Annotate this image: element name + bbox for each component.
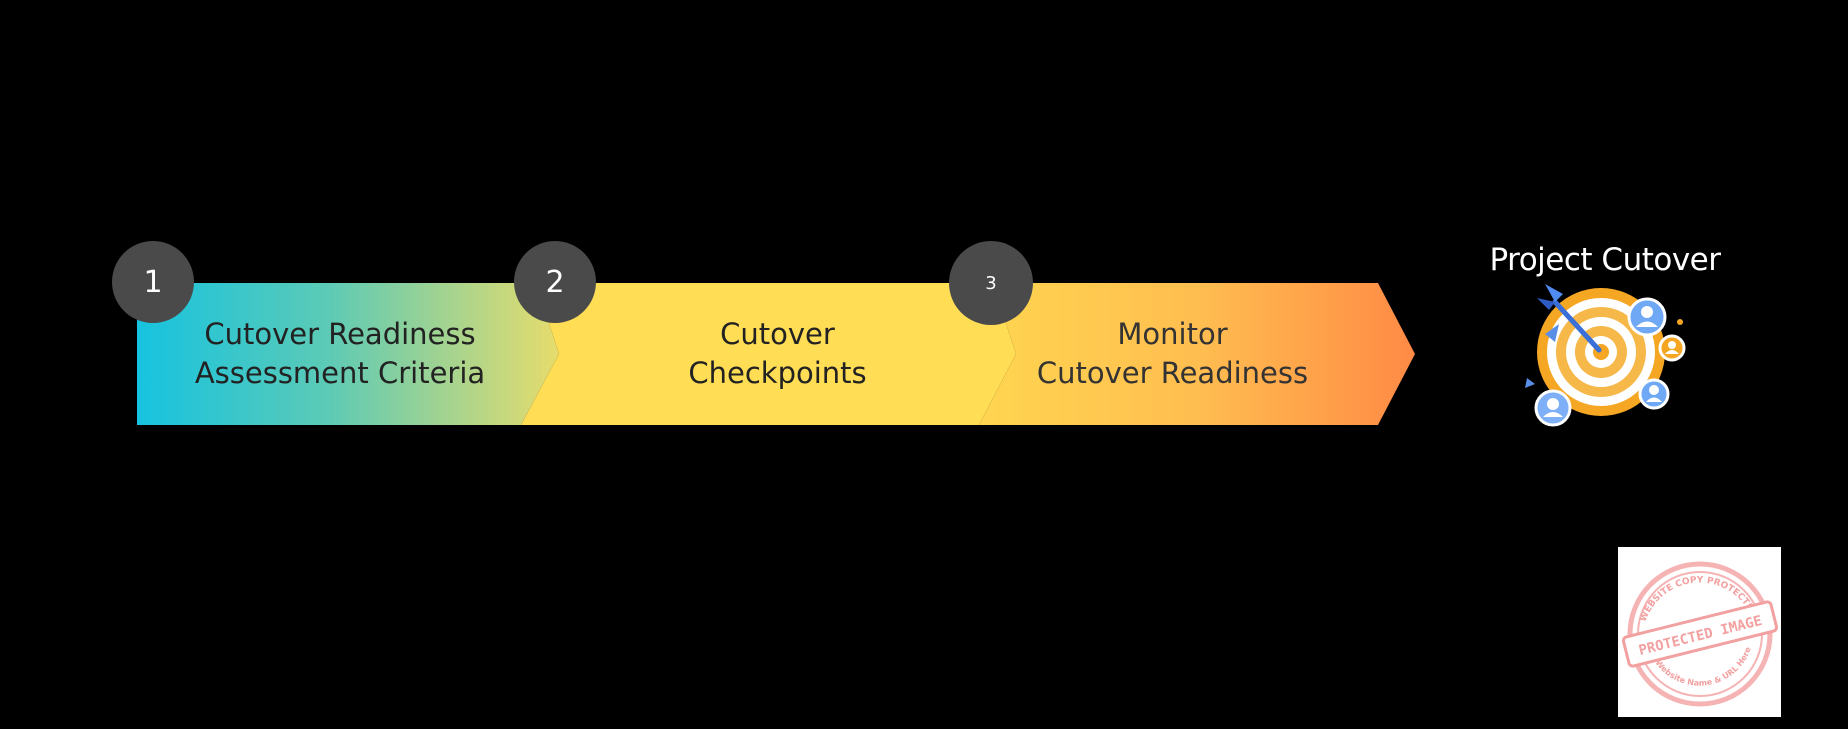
step-3-line-1: Monitor: [1117, 317, 1228, 351]
step-1-line-1: Cutover Readiness: [204, 317, 476, 351]
step-1-line-2: Assessment Criteria: [194, 356, 486, 390]
step-1-label: Cutover Readiness Assessment Criteria: [160, 283, 520, 425]
step-3-band: [979, 283, 1415, 425]
step-2-number-badge: 2: [514, 241, 596, 323]
step-2-band: [521, 283, 1016, 425]
goal-title: Project Cutover: [1489, 242, 1722, 278]
step-3-number-badge: 3: [949, 241, 1033, 325]
step-3-line-2: Cutover Readiness: [1036, 356, 1309, 390]
target-icon: [1525, 284, 1686, 427]
step-1-band: [137, 283, 559, 425]
step-1-number-badge: 1: [112, 241, 194, 323]
step-3-label: Monitor Cutover Readiness: [1000, 283, 1345, 425]
protected-image-stamp: WEBSITE COPY PROTECTION My Website Name …: [1618, 547, 1781, 717]
step-2-label: Cutover Checkpoints: [555, 283, 1000, 425]
step-2-line-1: Cutover: [720, 317, 835, 351]
step-2-line-2: Checkpoints: [688, 356, 867, 390]
